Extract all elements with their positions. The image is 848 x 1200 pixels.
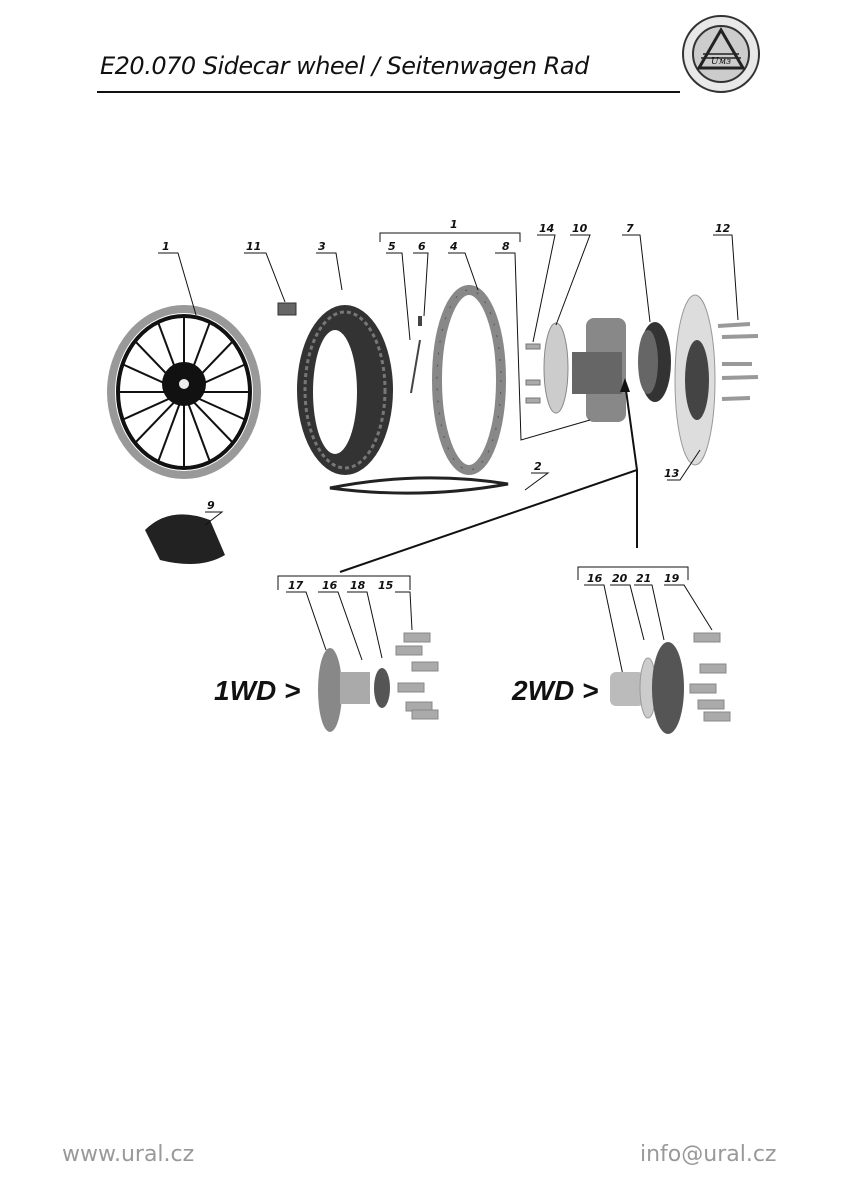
label-cover-10: 10 — [572, 222, 588, 235]
website-link[interactable]: www.ural.cz — [62, 1142, 195, 1167]
label-2wd-20: 20 — [612, 572, 628, 585]
hub-drawing — [572, 318, 626, 422]
label-1wd-18: 18 — [350, 579, 366, 592]
label-hub: 8 — [502, 240, 510, 253]
spoke-drawing — [410, 339, 421, 394]
svg-text:Uмз: Uмз — [711, 57, 731, 67]
label-2wd-19: 19 — [664, 572, 680, 585]
arrows — [339, 382, 639, 573]
label-bolt-14: 14 — [539, 222, 554, 235]
label-2wd-21: 21 — [636, 572, 651, 585]
inner-tube-drawing — [145, 514, 225, 564]
tyre-drawing — [297, 305, 393, 475]
label-spoke: 5 — [388, 240, 396, 253]
wheel-assembly-drawing — [107, 305, 261, 479]
rim-drawing — [432, 285, 506, 475]
cover-drawing — [543, 322, 569, 414]
arrow-head-icon — [620, 378, 630, 392]
variant-1wd-label: 1WD > — [214, 675, 300, 706]
label-wheel: 1 — [162, 240, 170, 253]
decal-drawing — [277, 302, 297, 316]
ural-logo: Uмз — [682, 15, 760, 93]
label-disc-13: 13 — [664, 467, 680, 480]
label-bolts-12: 12 — [715, 222, 731, 235]
label-tube-9: 9 — [207, 499, 215, 512]
1wd-parts-drawing — [318, 632, 439, 732]
brake-disc-drawing — [674, 294, 716, 466]
rim-band-drawing — [329, 476, 509, 495]
label-1wd-15: 15 — [378, 579, 394, 592]
leader-lines — [158, 232, 739, 681]
2wd-parts-drawing — [610, 632, 731, 734]
label-tyre: 3 — [318, 240, 326, 253]
label-decal: 11 — [246, 240, 261, 253]
ring-drawing — [638, 322, 671, 402]
bolts-12-drawing — [717, 322, 759, 401]
email-link[interactable]: info@ural.cz — [640, 1142, 777, 1167]
label-nipple: 6 — [418, 240, 426, 253]
variant-2wd-label: 2WD > — [511, 675, 598, 706]
title-underline — [97, 91, 680, 93]
label-assembly: 1 — [450, 218, 458, 231]
label-ring-7: 7 — [626, 222, 634, 235]
page-title: E20.070 Sidecar wheel / Seitenwagen Rad — [100, 52, 589, 80]
label-2wd-16: 16 — [587, 572, 603, 585]
label-1wd-16: 16 — [322, 579, 338, 592]
nipple-drawing — [418, 316, 422, 326]
label-1wd-17: 17 — [288, 579, 304, 592]
label-rim: 4 — [449, 240, 458, 253]
label-rim-band-2: 2 — [534, 460, 542, 473]
bolts-14-drawing — [525, 343, 541, 404]
